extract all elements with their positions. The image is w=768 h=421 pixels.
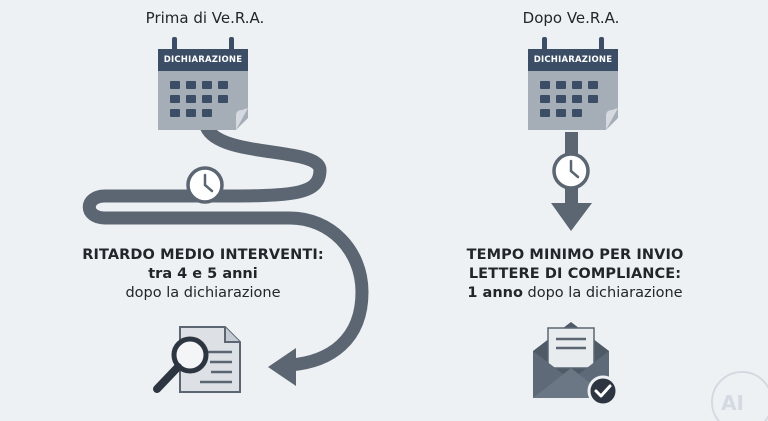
straight-arrow	[551, 132, 592, 231]
left-caption-emphasis: tra 4 e 5 anni	[148, 266, 258, 282]
right-calendar-label: DICHIARAZIONE	[533, 55, 613, 65]
left-title: Prima di Ve.R.A.	[145, 9, 265, 27]
calendar-icon	[528, 37, 618, 130]
right-caption-emphasis: 1 anno	[467, 285, 523, 301]
calendar-icon	[158, 37, 248, 130]
document-magnifier-icon	[153, 326, 241, 393]
envelope-check-icon	[533, 322, 619, 407]
winding-path-arrowhead	[268, 348, 296, 386]
watermark-seal	[711, 371, 768, 421]
clock-icon	[186, 166, 224, 204]
right-caption-heading: TEMPO MINIMO PER INVIO	[466, 247, 684, 263]
right-caption-detail: 1 anno dopo la dichiarazione	[440, 285, 710, 301]
left-caption-heading: RITARDO MEDIO INTERVENTI:	[82, 247, 324, 263]
right-title: Dopo Ve.R.A.	[522, 9, 620, 27]
right-caption-rest: dopo la dichiarazione	[522, 285, 683, 301]
watermark-text: AI	[721, 391, 744, 415]
left-caption-detail: dopo la dichiarazione	[125, 285, 281, 301]
right-caption-heading-2: LETTERE DI COMPLIANCE:	[468, 266, 682, 282]
clock-icon	[552, 152, 590, 190]
winding-path	[82, 113, 369, 372]
left-calendar-label: DICHIARAZIONE	[163, 55, 243, 65]
